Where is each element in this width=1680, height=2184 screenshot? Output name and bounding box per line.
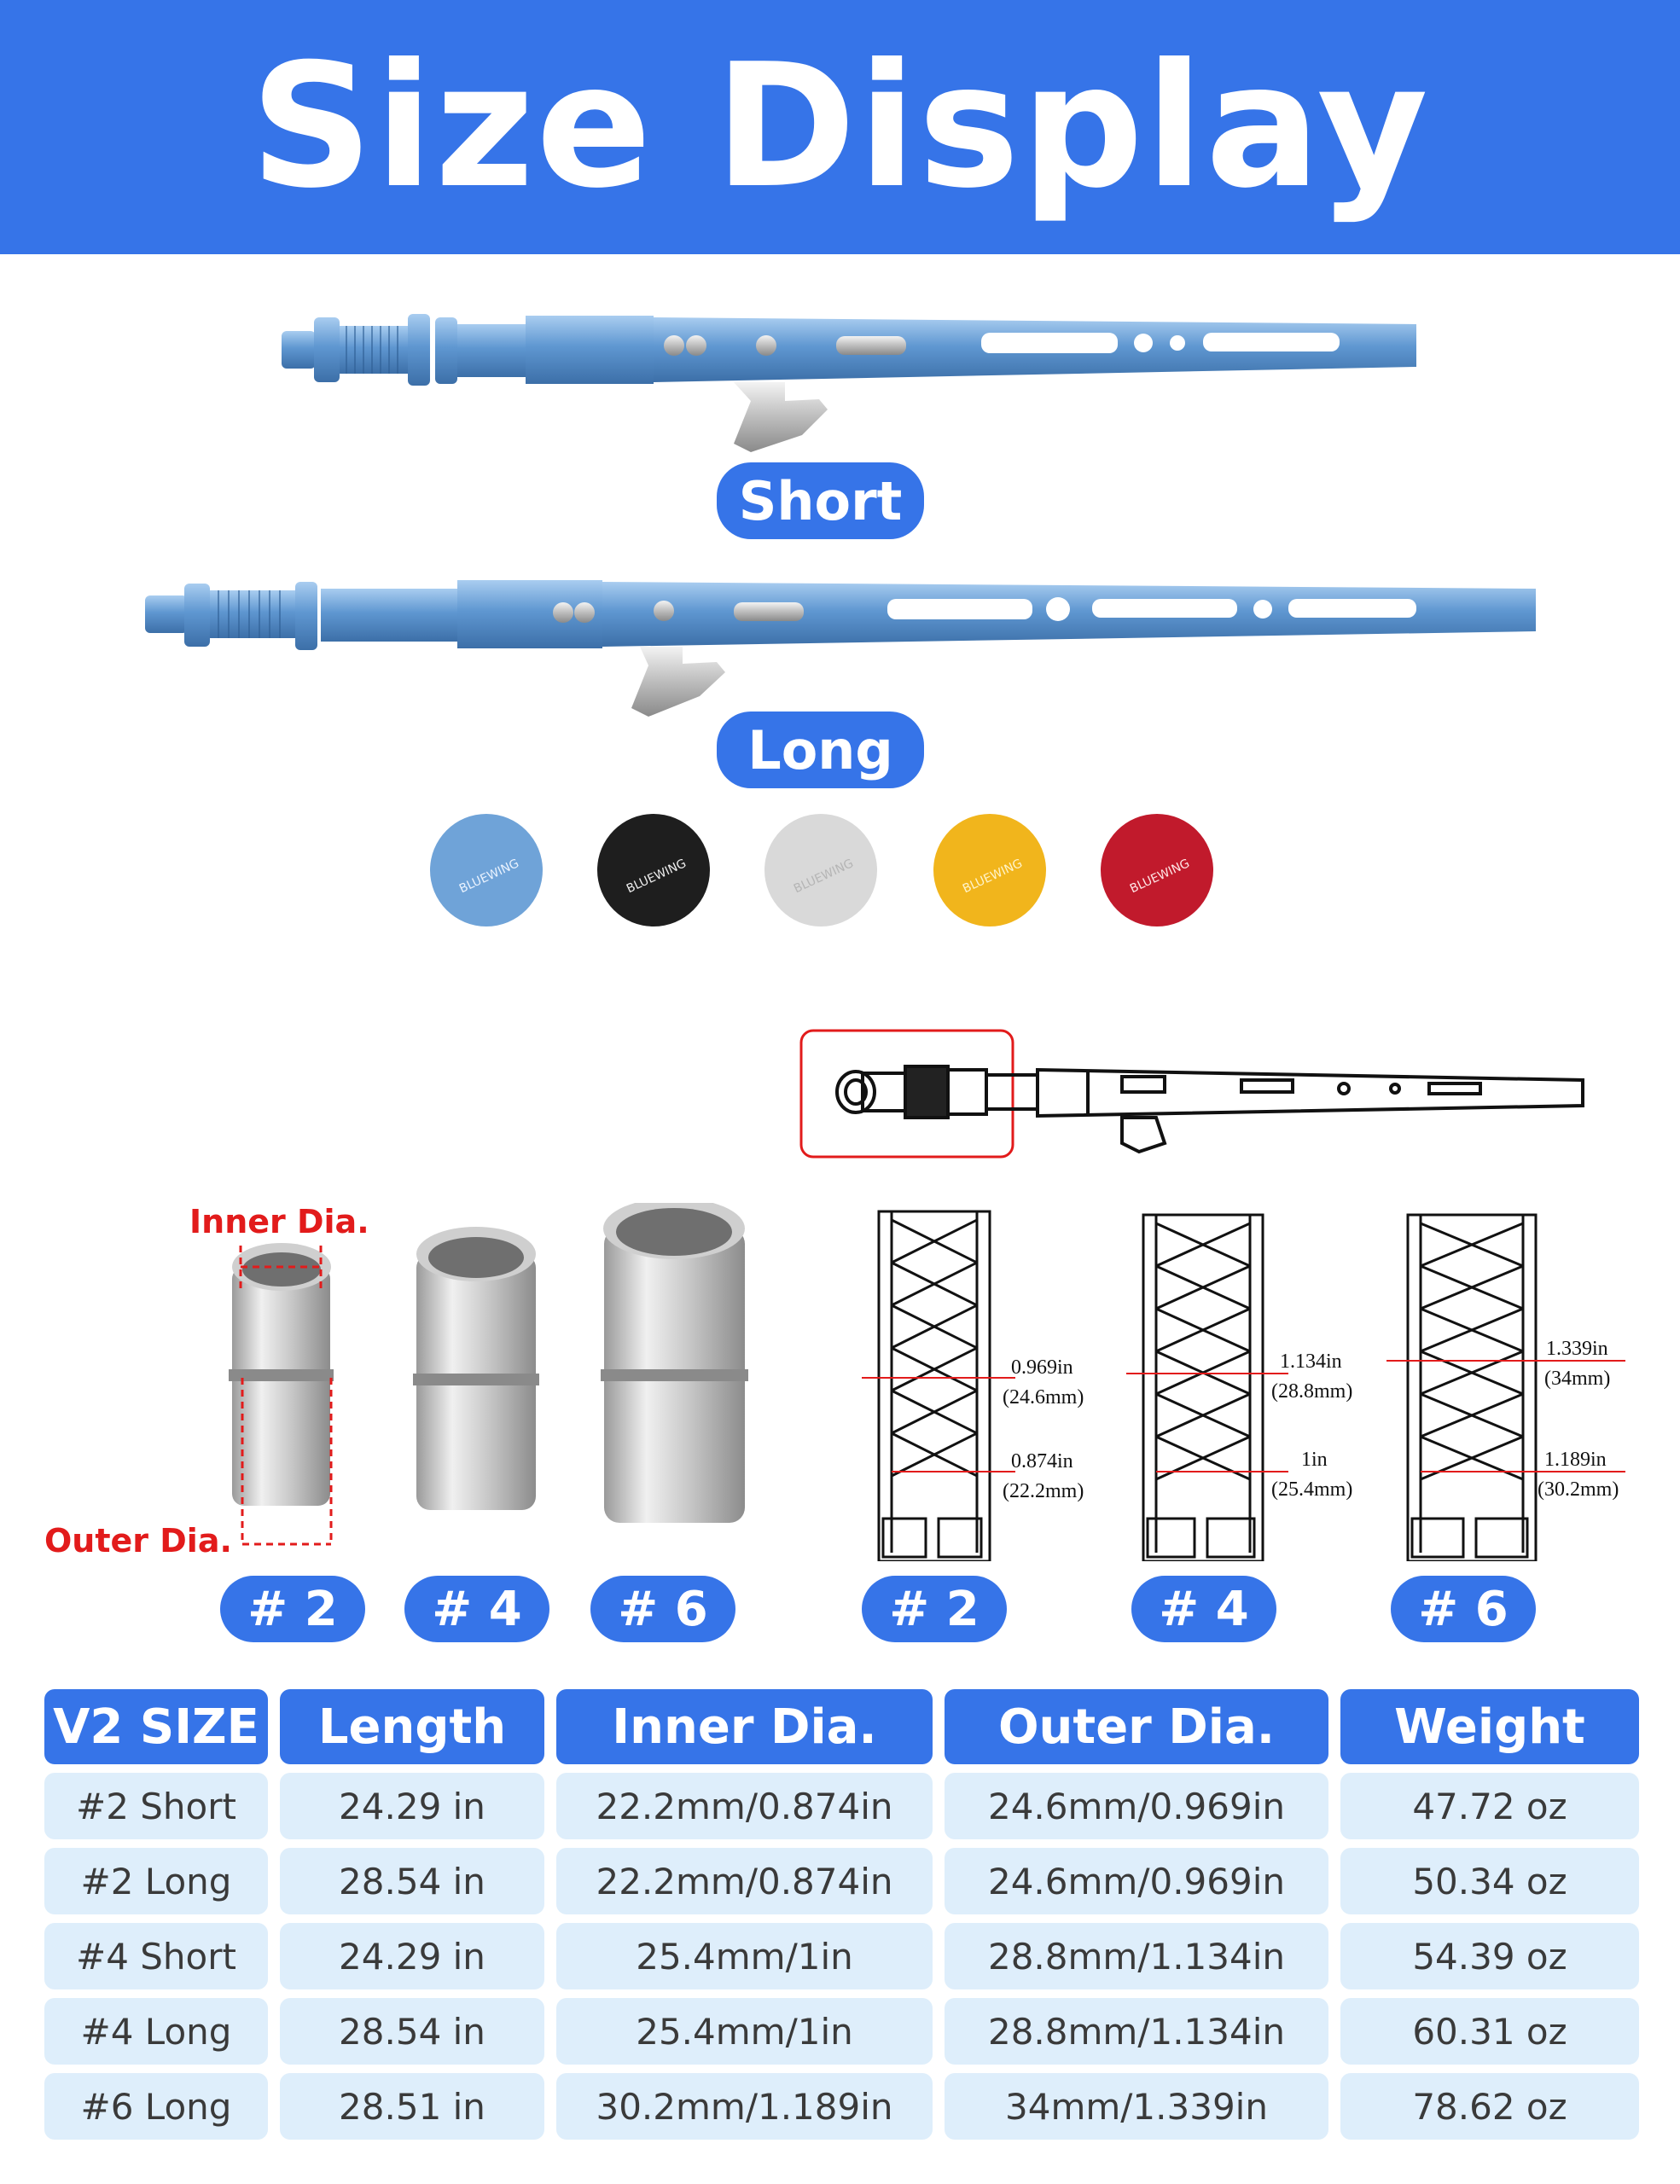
- diagram-size-4-label: # 4: [1131, 1576, 1276, 1642]
- cross-section-diagrams: 0.969in (24.6mm) 0.874in (22.2mm) 1.134i…: [862, 1210, 1625, 1561]
- spec-table: V2 SIZE Length Inner Dia. Outer Dia. Wei…: [32, 1681, 1651, 2148]
- dim-outer-mm: (34mm): [1544, 1368, 1610, 1390]
- diagram-size-2: 0.969in (24.6mm) 0.874in (22.2mm): [862, 1210, 1084, 1561]
- cell-inner-dia: 25.4mm/1in: [556, 1998, 933, 2065]
- cell-weight: 78.62 oz: [1340, 2073, 1639, 2140]
- cell-length: 28.51 in: [280, 2073, 544, 2140]
- swatch-silver: BLUEWING: [764, 814, 877, 926]
- dim-inner-mm: (25.4mm): [1271, 1478, 1352, 1501]
- cell-size: #6 Long: [44, 2073, 268, 2140]
- dim-inner-mm: (22.2mm): [1003, 1480, 1084, 1502]
- cell-outer-dia: 28.8mm/1.134in: [945, 1998, 1328, 2065]
- sleeve-size-4: # 4: [404, 1576, 549, 1642]
- short-label: Short: [717, 462, 924, 539]
- dim-inner-in: 1.189in: [1544, 1449, 1607, 1471]
- long-tool-image: [145, 580, 1536, 717]
- table-row: #4 Long 28.54 in 25.4mm/1in 28.8mm/1.134…: [44, 1998, 1639, 2065]
- table-header-row: V2 SIZE Length Inner Dia. Outer Dia. Wei…: [44, 1689, 1639, 1764]
- cell-inner-dia: 22.2mm/0.874in: [556, 1773, 933, 1839]
- cell-inner-dia: 25.4mm/1in: [556, 1923, 933, 1989]
- cell-outer-dia: 24.6mm/0.969in: [945, 1848, 1328, 1914]
- diagram-size-6-label: # 6: [1391, 1576, 1536, 1642]
- swatch-red: BLUEWING: [1101, 814, 1213, 926]
- cell-outer-dia: 24.6mm/0.969in: [945, 1773, 1328, 1839]
- long-label: Long: [717, 712, 924, 788]
- short-tool-image: [282, 314, 1416, 452]
- cell-weight: 54.39 oz: [1340, 1923, 1639, 1989]
- cell-weight: 50.34 oz: [1340, 1848, 1639, 1914]
- cell-length: 28.54 in: [280, 1848, 544, 1914]
- swatch-gold: BLUEWING: [933, 814, 1046, 926]
- cell-size: #4 Long: [44, 1998, 268, 2065]
- dim-outer-in: 1.339in: [1546, 1338, 1608, 1360]
- swatch-blue: BLUEWING: [430, 814, 543, 926]
- table-row: #6 Long 28.51 in 30.2mm/1.189in 34mm/1.3…: [44, 2073, 1639, 2140]
- outer-dia-label: Outer Dia.: [44, 1522, 232, 1560]
- header-outer-dia: Outer Dia.: [945, 1689, 1328, 1764]
- header-length: Length: [280, 1689, 544, 1764]
- diagram-size-6: 1.339in (34mm) 1.189in (30.2mm): [1386, 1213, 1625, 1561]
- sleeve-size-2: # 2: [220, 1576, 365, 1642]
- header-weight: Weight: [1340, 1689, 1639, 1764]
- tool-line-drawing: [799, 1029, 1584, 1159]
- diagram-size-2-label: # 2: [862, 1576, 1007, 1642]
- cell-length: 28.54 in: [280, 1998, 544, 2065]
- cell-inner-dia: 22.2mm/0.874in: [556, 1848, 933, 1914]
- page-title: Size Display: [250, 27, 1430, 226]
- dim-outer-mm: (24.6mm): [1003, 1386, 1084, 1409]
- cell-weight: 47.72 oz: [1340, 1773, 1639, 1839]
- diagram-size-4: 1.134in (28.8mm) 1in (25.4mm): [1126, 1213, 1352, 1561]
- inner-dia-label: Inner Dia.: [189, 1203, 369, 1240]
- cell-weight: 60.31 oz: [1340, 1998, 1639, 2065]
- dim-outer-in: 1.134in: [1280, 1350, 1342, 1373]
- sleeve-size-6: # 6: [590, 1576, 735, 1642]
- cell-outer-dia: 34mm/1.339in: [945, 2073, 1328, 2140]
- dim-inner-in: 1in: [1301, 1449, 1328, 1471]
- cell-inner-dia: 30.2mm/1.189in: [556, 2073, 933, 2140]
- sleeves-image: [229, 1203, 748, 1546]
- dim-outer-in: 0.969in: [1011, 1356, 1073, 1379]
- cell-length: 24.29 in: [280, 1773, 544, 1839]
- cell-size: #2 Long: [44, 1848, 268, 1914]
- swatch-black: BLUEWING: [597, 814, 710, 926]
- cell-length: 24.29 in: [280, 1923, 544, 1989]
- title-banner: Size Display: [0, 0, 1680, 254]
- dim-outer-mm: (28.8mm): [1271, 1380, 1352, 1403]
- header-v2-size: V2 SIZE: [44, 1689, 268, 1764]
- color-swatches: BLUEWING BLUEWING BLUEWING BLUEWING BLUE…: [427, 812, 1229, 928]
- cell-size: #2 Short: [44, 1773, 268, 1839]
- dim-inner-in: 0.874in: [1011, 1450, 1073, 1472]
- table-row: #2 Long 28.54 in 22.2mm/0.874in 24.6mm/0…: [44, 1848, 1639, 1914]
- cell-size: #4 Short: [44, 1923, 268, 1989]
- header-inner-dia: Inner Dia.: [556, 1689, 933, 1764]
- cell-outer-dia: 28.8mm/1.134in: [945, 1923, 1328, 1989]
- dim-inner-mm: (30.2mm): [1538, 1478, 1619, 1501]
- table-row: #2 Short 24.29 in 22.2mm/0.874in 24.6mm/…: [44, 1773, 1639, 1839]
- table-row: #4 Short 24.29 in 25.4mm/1in 28.8mm/1.13…: [44, 1923, 1639, 1989]
